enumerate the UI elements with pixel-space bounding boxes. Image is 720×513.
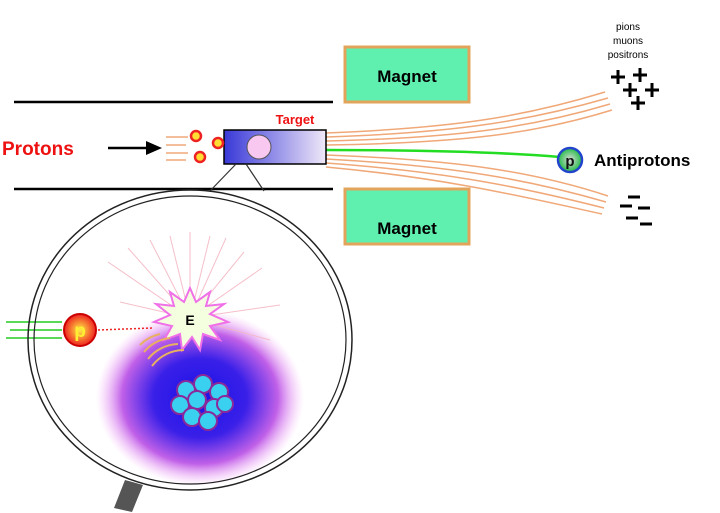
magnifier-rim-inner (33, 195, 347, 485)
magnet-bottom-label: Magnet (377, 219, 437, 238)
antiproton-symbol: p (565, 153, 574, 170)
magnet-top: Magnet (343, 45, 471, 104)
magnified-view: E p (6, 232, 304, 486)
proton-symbol: p (74, 321, 86, 342)
pions-label: pions (616, 22, 640, 33)
incoming-arrow (108, 141, 162, 155)
proton-particle: p (63, 313, 97, 347)
antiproton-path (325, 148, 561, 159)
wave-arcs (139, 333, 185, 367)
nucleus (170, 374, 234, 431)
upper-particle-stream (325, 91, 613, 146)
target (223, 129, 327, 165)
energy-symbol: E (185, 312, 194, 328)
magnet-top-label: Magnet (377, 67, 437, 86)
magnifier-rim-outer (27, 189, 353, 491)
positrons-label: positrons (608, 50, 649, 61)
target-label: Target (276, 112, 315, 127)
zoom-line-left (209, 163, 237, 192)
protons-label: Protons (2, 139, 74, 160)
antiprotons-label: Antiprotons (594, 151, 690, 170)
lower-particle-stream (325, 154, 609, 215)
positive-charges (611, 68, 659, 110)
negative-charges (620, 195, 652, 226)
magnifier-handle (114, 480, 143, 512)
muons-label: muons (613, 36, 643, 47)
proton-trajectory (97, 327, 153, 331)
magnet-bottom: Magnet (343, 187, 471, 246)
incoming-proton-bunch (166, 129, 225, 164)
antiproton-particle: p (556, 146, 584, 174)
zoom-line-right (245, 163, 265, 192)
energy-burst (150, 285, 232, 353)
